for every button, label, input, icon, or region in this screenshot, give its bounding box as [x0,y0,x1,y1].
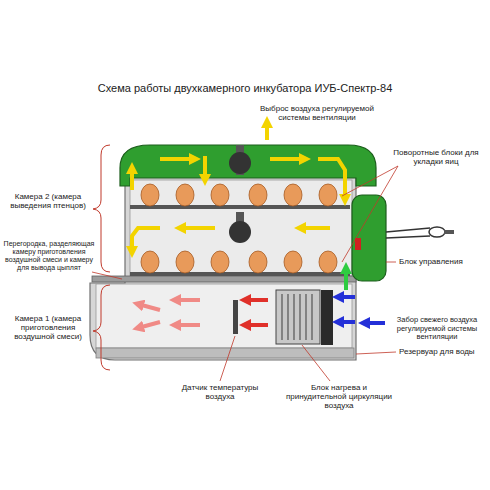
control-panel [352,195,386,281]
temperature-sensor [233,300,238,334]
water-reservoir [96,348,354,358]
airflow-arrow-red [175,323,200,327]
partition [92,276,356,282]
chamber-bracket [93,285,110,370]
airflow-arrow-red [138,322,160,328]
callout-label: Датчик температуры воздуха [178,383,262,401]
egg [211,251,229,273]
leader-line [356,352,396,354]
airflow-arrow-red [245,298,268,302]
fan [229,221,251,243]
egg [319,184,337,206]
temperature-probe [429,227,445,237]
callout-label: Поворотные блоки для укладки яиц [388,148,484,166]
callout-label: Выброс воздуха регулируемой системы вент… [252,104,382,122]
temperature-probe [444,230,454,234]
fan [229,152,251,174]
leader-line [92,166,398,381]
callout-label: Камера 1 (камера приготовления воздушной… [6,314,90,342]
airflow-arrow-yellow [265,122,269,140]
egg [319,251,337,273]
body-shell [130,180,352,276]
egg [141,251,159,273]
fan [236,212,244,222]
egg-tray [130,205,350,209]
chamber-bracket [93,145,110,272]
callout-label: Блок управления [399,257,485,266]
temperature-probe [386,227,454,238]
leader-line [302,345,330,381]
leader-line [220,336,235,381]
body-shell [90,175,356,360]
temperature-probe [386,236,430,238]
leader-line [386,262,396,263]
callout-label: Резервуар для воды [399,347,487,356]
airflow-arrow-red [138,304,160,310]
egg [176,251,194,273]
egg [141,184,159,206]
callout-label: Перегородка, разделяющая камеру приготов… [2,240,96,272]
egg-tray [130,272,350,276]
airflow-arrow-green [344,268,348,290]
fan [229,145,251,243]
airflow-arrow-blue [338,295,355,299]
airflow-arrow-yellow [300,226,330,230]
lid [120,145,376,186]
diagram-title: Схема работы двухкамерного инкубатора ИУ… [40,82,450,95]
temperature-sensor [233,300,238,334]
leader-line [342,166,398,262]
egg [249,251,267,273]
body-shell [96,284,352,348]
egg [211,184,229,206]
heater-block [282,294,312,340]
callout-label: Забор свежего воздуха регулируемой систе… [385,316,489,342]
airflow-arrow-yellow [203,156,207,180]
control-panel [355,238,361,250]
airflow-arrow-red [245,323,268,327]
callout-label: Блок нагрева и принудительной циркуляции… [280,383,398,411]
airflow-arrow-yellow [160,157,195,161]
airflow-arrow-blue [338,297,385,323]
airflow-arrow-yellow [180,226,215,230]
temperature-probe [386,228,430,232]
airflow-arrow-green [344,268,348,290]
heater-block [276,290,320,344]
egg [249,184,267,206]
airflow-arrow-yellow [132,228,160,252]
egg [141,184,337,273]
airflow-arrow-yellow [318,159,345,200]
egg [284,251,302,273]
airflow-arrow-red [138,300,268,328]
egg-tray [130,205,350,276]
airflow-arrow-yellow [132,122,345,252]
airflow-arrow-blue [338,320,355,324]
egg [176,184,194,206]
callout-label: Камера 2 (камера выведения птенцов) [4,192,92,210]
heater-block [321,290,333,345]
lid [120,145,376,186]
airflow-arrow-blue [364,321,385,325]
airflow-arrow-yellow [270,157,305,161]
water-reservoir [96,348,354,358]
body-shell [90,175,356,360]
airflow-arrow-yellow [130,168,134,190]
control-panel [352,195,386,281]
chamber-bracket [93,145,110,370]
airflow-arrow-red [175,298,200,302]
partition [92,276,356,282]
leader-line [92,272,122,279]
egg [284,184,302,206]
heater-block [276,290,333,345]
